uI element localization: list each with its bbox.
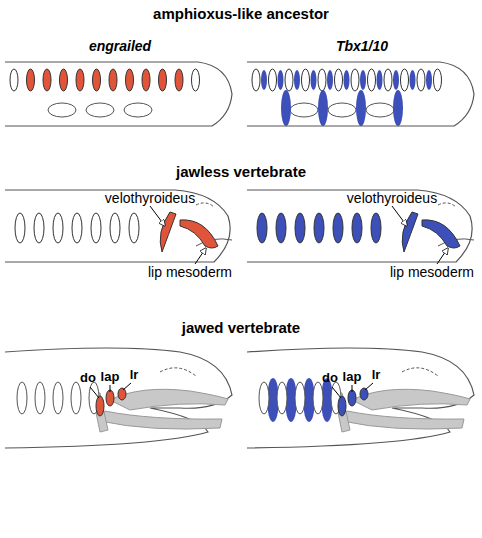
gene-label: Tbx1/10 xyxy=(336,38,388,54)
structure-label: lap xyxy=(101,369,120,385)
structure-label: lap xyxy=(343,369,362,385)
structure-label: velothyroideus xyxy=(347,190,437,206)
section-heading: jawed vertebrate xyxy=(182,320,300,336)
structure-label: velothyroideus xyxy=(105,190,195,206)
structure-label: lr xyxy=(372,367,381,383)
structure-label: do xyxy=(80,370,96,386)
section-heading: jawless vertebrate xyxy=(176,164,306,180)
section-heading: amphioxus-like ancestor xyxy=(153,6,329,22)
structure-label: do xyxy=(322,370,338,386)
structure-label: lr xyxy=(130,367,139,383)
structure-label: lip mesoderm xyxy=(390,264,474,280)
structure-label: lip mesoderm xyxy=(148,264,232,280)
gene-label: engrailed xyxy=(89,38,151,54)
